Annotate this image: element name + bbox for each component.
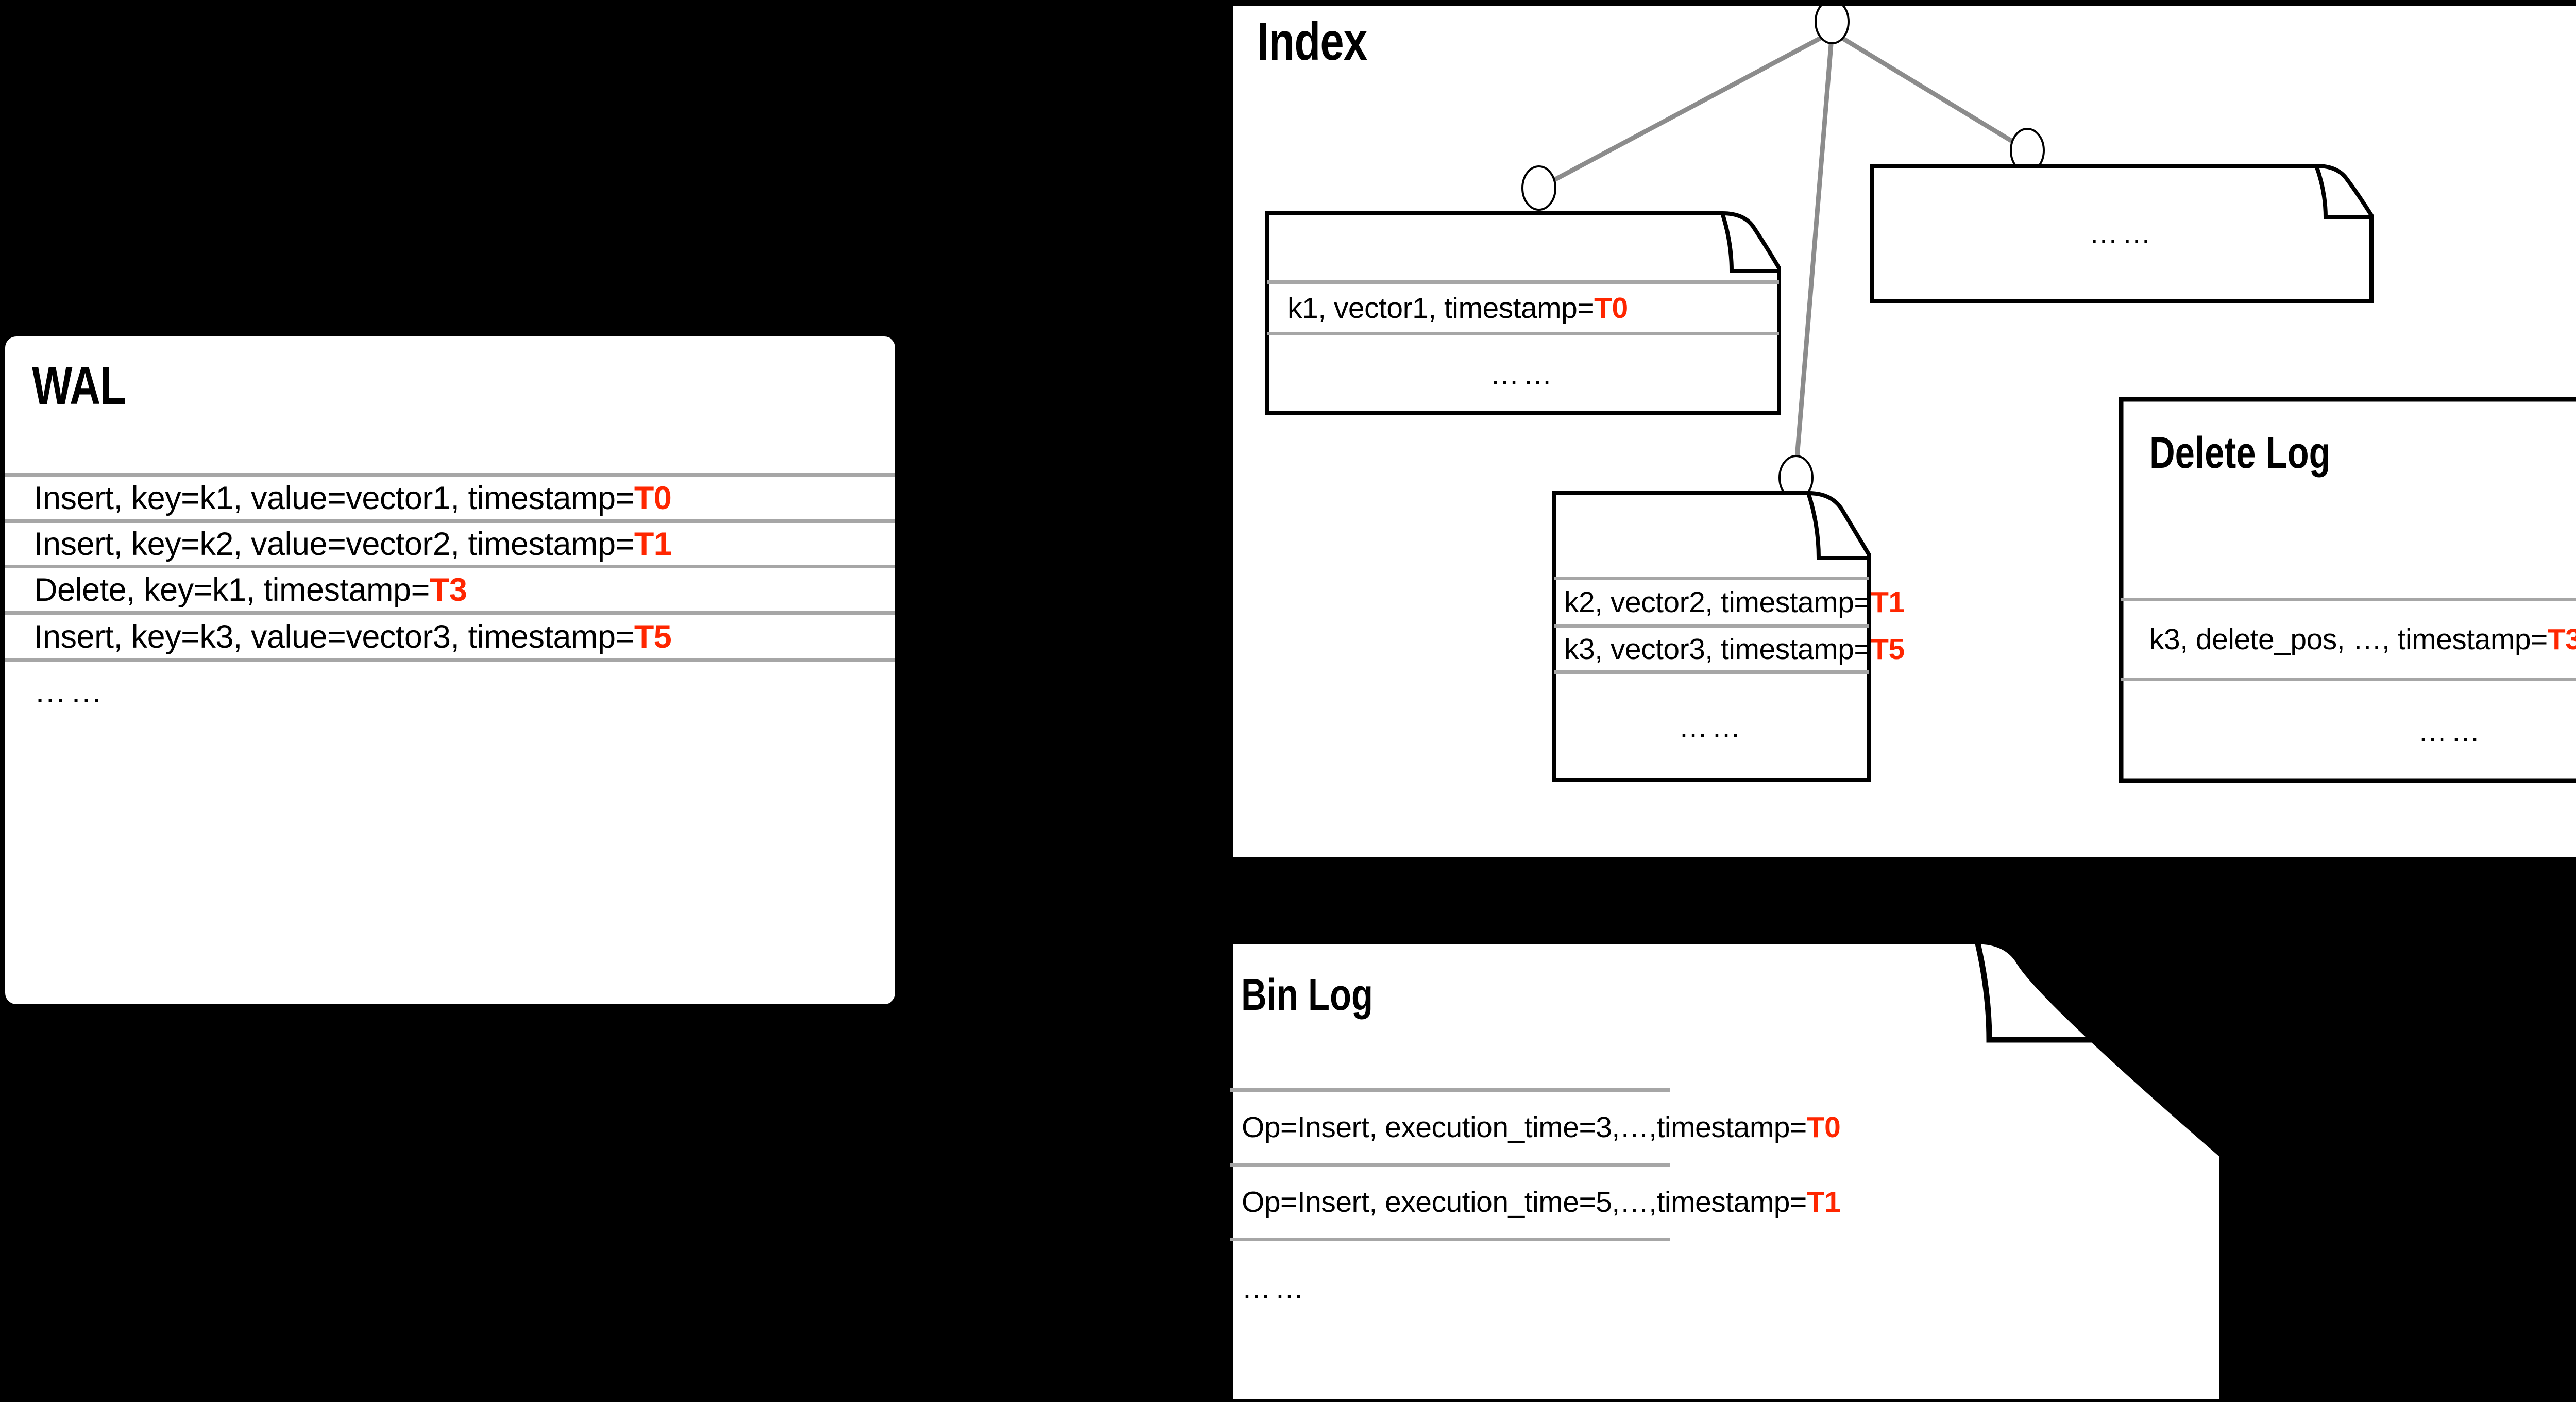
wal-row-timestamp: T1 [634,526,672,562]
leaf-row-ellipsis: …… [1554,670,1869,780]
document-shape [1227,938,2225,1402]
delete-log-row-ellipsis: …… [2121,678,2576,781]
document-shape [1870,164,2374,303]
document-shape [1552,491,1871,782]
leaf-row: k2, vector2, timestamp=T1 [1554,577,1905,624]
bin-log-title: Bin Log [1241,970,1374,1020]
delete-log-row-text: k3, delete_pos, …, timestamp= [2149,623,2548,656]
bin-log-row-timestamp: T0 [1806,1111,1841,1144]
wal-row-timestamp: T3 [429,571,467,608]
delete-log-row: k3, delete_pos, …, timestamp=T3 [2121,598,2576,678]
bin-log-row-ellipsis: …… [1230,1238,1670,1336]
wal-row-ellipsis: …… [5,658,895,720]
leaf-row-text: …… [2089,217,2155,250]
index-leaf-more: …… [1870,164,2374,303]
leaf-row-text: k2, vector2, timestamp= [1564,585,1871,619]
wal-row-timestamp: T0 [634,480,672,516]
bin-log-row-text: …… [1242,1272,1308,1305]
wal-row-text: …… [34,673,106,710]
delete-log-row-timestamp: T3 [2547,623,2576,656]
wal-row: Insert, key=k2, value=vector2, timestamp… [5,519,895,565]
leaf-row-text: …… [1490,358,1556,391]
wal-title: WAL [32,356,126,416]
wal-row: Delete, key=k1, timestamp=T3 [5,565,895,611]
wal-panel [5,336,895,1004]
leaf-row-timestamp: T0 [1594,291,1628,325]
leaf-row-text: …… [1679,711,1744,744]
leaf-row: k3, vector3, timestamp=T5 [1554,624,1905,670]
document-shape [2119,397,2576,783]
leaf-row-ellipsis: …… [1872,195,2371,272]
index-title: Index [1257,12,1367,72]
document-shape [1265,211,1781,415]
bin-log-row: Op=Insert, execution_time=3,…,timestamp=… [1230,1088,1841,1163]
wal-row-text: Insert, key=k2, value=vector2, timestamp… [34,526,634,562]
wal-row-text: Delete, key=k1, timestamp= [34,571,430,608]
leaf-row-text: k1, vector1, timestamp= [1287,291,1595,325]
wal-row-text: Insert, key=k3, value=vector3, timestamp… [34,618,634,655]
delete-log-row-text: …… [2418,714,2484,748]
delete-log-title: Delete Log [2149,428,2331,478]
index-leaf-k2k3: k2, vector2, timestamp=T1 k3, vector3, t… [1552,491,1905,782]
leaf-row-timestamp: T5 [1871,632,1905,666]
bin-log-row-text: Op=Insert, execution_time=5,…,timestamp= [1242,1186,1807,1219]
wal-row: Insert, key=k3, value=vector3, timestamp… [5,611,895,658]
bin-log-row: Op=Insert, execution_time=5,…,timestamp=… [1230,1163,1841,1238]
delete-log-panel: Delete Log k3, delete_pos, …, timestamp=… [2119,397,2576,783]
wal-row: Insert, key=k1, value=vector1, timestamp… [5,473,895,519]
leaf-row: k1, vector1, timestamp=T0 [1267,280,1779,332]
leaf-row-text: k3, vector3, timestamp= [1564,632,1871,666]
leaf-row-ellipsis: …… [1267,332,1779,413]
wal-row-text: Insert, key=k1, value=vector1, timestamp… [34,480,634,516]
leaf-row-timestamp: T1 [1871,585,1905,619]
index-leaf-k1: k1, vector1, timestamp=T0 …… [1265,211,1781,415]
wal-row-timestamp: T5 [634,618,672,655]
bin-log-row-text: Op=Insert, execution_time=3,…,timestamp= [1242,1111,1807,1144]
bin-log-row-timestamp: T1 [1806,1186,1841,1219]
bin-log-panel: Bin Log Op=Insert, execution_time=3,…,ti… [1227,938,2225,1402]
